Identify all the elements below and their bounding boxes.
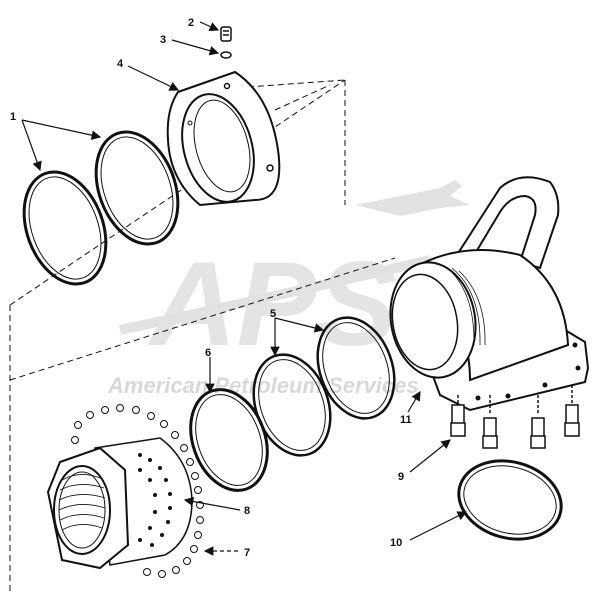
callout-10: 10 [390,537,402,549]
callout-8: 8 [244,505,250,517]
part-11-elbow-body [389,176,590,412]
part-2-set-screw [220,26,232,42]
part-5-backup-rings [252,316,396,457]
callout-2: 2 [188,17,194,29]
part-3-washer [220,51,232,59]
svg-text:APS: APS [147,237,397,371]
part-10-gasket [457,459,563,541]
leader-lines [21,21,468,556]
callout-11: 11 [400,414,412,426]
callout-9: 9 [398,471,404,483]
watermark-company-name: American Petroleum Services [107,373,419,398]
part-8-hex-coupling [46,437,193,570]
callout-4: 4 [117,58,124,70]
callout-5: 5 [270,308,276,320]
callout-3: 3 [160,34,166,46]
callout-1: 1 [10,111,16,123]
callout-7: 7 [244,547,250,559]
part-1-retaining-rings [22,130,180,286]
callout-6: 6 [205,347,211,359]
part-9-cap-screws [450,385,580,449]
part-7-ball-bearings [71,404,204,578]
part-4-collar [166,70,281,207]
